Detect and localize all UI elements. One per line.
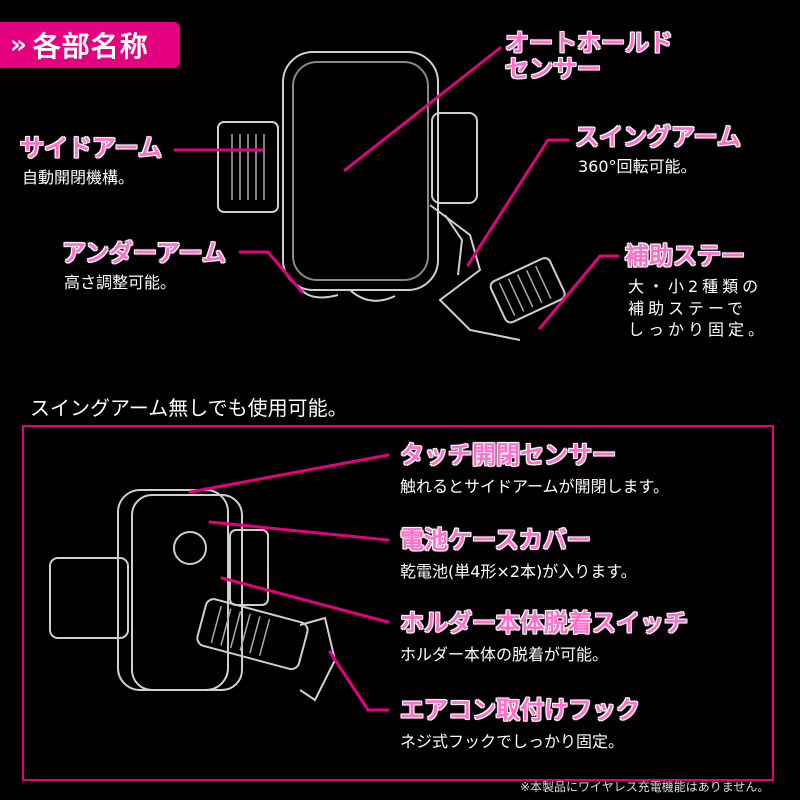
touch-sensor-label: タッチ開閉センサー: [400, 441, 616, 469]
auto-hold-sensor-label-line1: オートホールド: [505, 29, 673, 57]
side-arm-left: [217, 121, 279, 213]
swing-arm-optional-note: スイングアーム無しでも使用可能。: [30, 396, 348, 420]
vent-clip-bottom: [196, 598, 309, 671]
vent-hook-label: エアコン取付けフック: [400, 696, 640, 724]
phone-holder-body-top: [282, 51, 439, 291]
leader-auto-hold: [343, 46, 502, 172]
aux-stay-desc-line3: しっかり固定。: [628, 320, 769, 340]
leader-swing-arm: [466, 138, 570, 267]
swing-arm-label: スイングアーム: [575, 123, 741, 151]
auto-hold-sensor-label-line2: センサー: [505, 55, 601, 84]
detail-frame: [22, 425, 774, 781]
leader-battery-cover: [208, 520, 390, 542]
section-title-badge: » 各部名称: [0, 22, 180, 68]
holder-switch-desc: ホルダー本体の脱着が可能。: [400, 645, 609, 664]
side-arm-right: [431, 112, 478, 204]
swing-arm: [429, 204, 521, 341]
auto-hold-sensor-label: オートホールド センサー: [505, 30, 673, 83]
aux-stay-desc: 大・小2種類の 補助ステーで しっかり固定。: [628, 276, 768, 341]
vent-clip-top: [489, 257, 566, 324]
side-arm-desc: 自動開閉機構。: [22, 168, 135, 187]
side-arm-back-left: [49, 557, 129, 639]
leader-under-arm: [238, 250, 304, 294]
side-arm-back-right: [229, 529, 269, 606]
aux-stay-desc-line2: 補助ステーで: [628, 298, 748, 318]
side-arm-label: サイドアーム: [20, 134, 162, 162]
touch-sensor-desc: 触れるとサイドアームが開閉します。: [400, 477, 669, 496]
battery-cover: [173, 531, 207, 565]
vent-hook-desc: ネジ式フックでしっかり固定。: [400, 732, 625, 751]
aux-stay-desc-line1: 大・小2種類の: [628, 277, 763, 296]
leader-vent-hook: [328, 650, 390, 712]
footnote: ※本製品にワイヤレス充電機能はありません。: [520, 780, 770, 794]
battery-cover-label: 電池ケースカバー: [400, 526, 591, 554]
double-chevron-icon: »: [10, 30, 27, 60]
section-title: 各部名称: [32, 30, 149, 63]
swing-arm-desc: 360°回転可能。: [578, 157, 697, 176]
battery-cover-desc: 乾電池(単4形×2本)が入ります。: [400, 562, 637, 581]
under-arm: [297, 284, 396, 302]
under-arm-desc: 高さ調整可能。: [64, 273, 177, 292]
leader-aux-stay: [538, 254, 620, 330]
leader-touch-sensor: [188, 453, 390, 494]
aux-stay-label: 補助ステー: [625, 242, 745, 270]
leader-holder-switch: [220, 576, 390, 624]
under-arm-label: アンダーアーム: [62, 239, 226, 267]
holder-switch-label: ホルダー本体脱着スイッチ: [400, 609, 688, 637]
